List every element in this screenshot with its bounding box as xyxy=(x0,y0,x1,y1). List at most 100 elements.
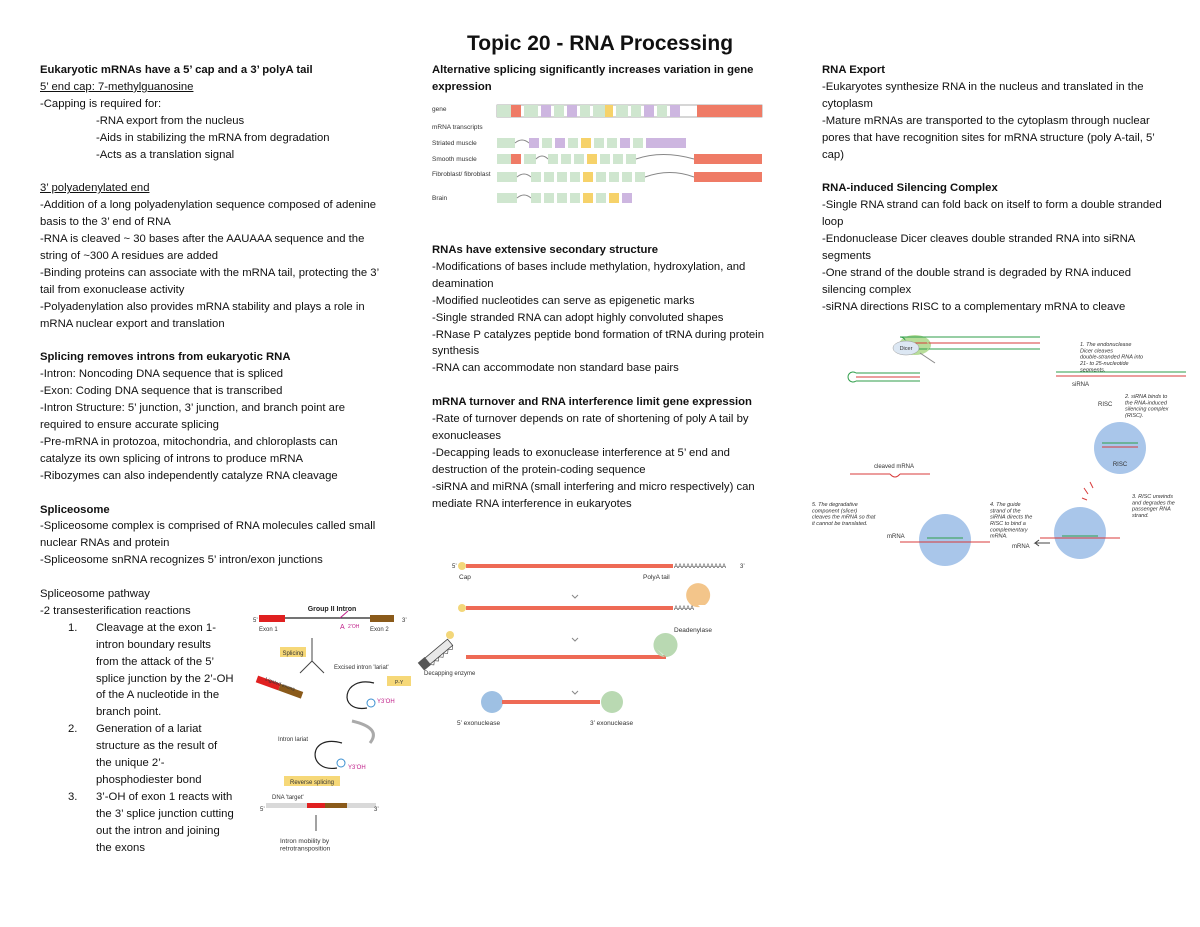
text-line: -Capping is required for: xyxy=(40,97,162,110)
risc-ball-icon xyxy=(1094,422,1146,474)
brain-row xyxy=(497,193,632,203)
row-label-striated: Striated muscle xyxy=(432,140,477,147)
text-line: -Spliceosome complex is comprised of RNA… xyxy=(40,520,376,550)
step-text: 3’-OH of exon 1 reacts with the 3’ splic… xyxy=(96,790,234,854)
svg-text:Cap: Cap xyxy=(459,574,471,581)
column-left: Eukaryotic mRNAs have a 5’ cap and a 3’ … xyxy=(40,62,380,857)
text-line: -Exon: Coding DNA sequence that is trans… xyxy=(40,385,283,398)
row-label-transcripts: mRNA transcripts xyxy=(432,124,483,131)
svg-text:RISC: RISC xyxy=(1098,402,1113,408)
heading-risc: RNA-induced Silencing Complex xyxy=(822,182,998,195)
column-middle: Alternative splicing significantly incre… xyxy=(432,62,767,96)
heading-cap-polya: Eukaryotic mRNAs have a 5’ cap and a 3’ … xyxy=(40,64,313,76)
smooth-muscle-row xyxy=(497,154,762,164)
text-line: -Single stranded RNA can adopt highly co… xyxy=(432,311,724,324)
group-ii-intron-figure: Group II Intron 5’ Exon 1 A 2’OH 3’ Exon… xyxy=(253,606,411,852)
exon2-bar xyxy=(370,615,394,622)
page-title: Topic 20 - RNA Processing xyxy=(466,32,734,55)
list-item: -RNA export from the nucleus xyxy=(96,114,245,127)
heading-alternative-splicing: Alternative splicing significantly incre… xyxy=(432,64,754,93)
text-line: -RNA is cleaved ~ 30 bases after the AAU… xyxy=(40,233,365,262)
text-line: -Single RNA strand can fold back on itse… xyxy=(822,199,1162,229)
pathway-steps: 1. Cleavage at the exon 1-intron boundary… xyxy=(40,620,380,857)
step-number: 1. xyxy=(68,621,78,634)
exonuclease-5-icon xyxy=(481,691,503,713)
svg-text:mRNA: mRNA xyxy=(1012,544,1030,550)
heading-splicing: Splicing removes introns from eukaryotic… xyxy=(40,351,291,364)
text-line: -Endonuclease Dicer cleaves double stran… xyxy=(822,233,1135,262)
svg-text:mRNA: mRNA xyxy=(887,534,905,540)
exo3-label: 3’ exonuclease xyxy=(590,720,634,727)
text-line: -Intron: Noncoding DNA sequence that is … xyxy=(40,368,284,381)
exon1-bar xyxy=(259,615,285,622)
svg-text:Deadenylase: Deadenylase xyxy=(674,627,712,634)
text-line: -Rate of turnover depends on rate of sho… xyxy=(432,413,749,442)
svg-text:3’: 3’ xyxy=(740,564,745,570)
step-text: Generation of a lariat structure as the … xyxy=(96,723,218,786)
text-line: -Eukaryotes synthesize RNA in the nucleu… xyxy=(822,80,1144,110)
rna-strand-2 xyxy=(466,606,673,610)
deadenylase-icon xyxy=(686,583,711,608)
decapping-saw-icon xyxy=(417,638,454,671)
svg-text:Dicer: Dicer xyxy=(900,346,913,352)
branch-a-label: A xyxy=(340,624,345,631)
rna-strand-1 xyxy=(466,564,673,568)
ligated-exons xyxy=(255,675,304,699)
text-line: -RNA can accommodate non standard base p… xyxy=(432,362,679,375)
row-label-brain: Brain xyxy=(432,195,448,202)
svg-text:3’: 3’ xyxy=(374,807,379,813)
row-label-gene: gene xyxy=(432,106,447,113)
text-line: -Pre-mRNA in protozoa, mitochondria, and… xyxy=(40,435,338,465)
step-text: Cleavage at the exon 1-intron boundary r… xyxy=(96,621,234,719)
svg-text:Decapping enzyme: Decapping enzyme xyxy=(424,671,476,677)
svg-text:Y3’OH: Y3’OH xyxy=(377,699,395,705)
excised-lariat-label: Excised intron 'lariat' xyxy=(334,665,389,671)
list-item: -Aids in stabilizing the mRNA from degra… xyxy=(96,131,330,144)
rna-strand-4 xyxy=(502,700,600,704)
svg-text:5’: 5’ xyxy=(260,807,265,813)
step-number: 3. xyxy=(68,790,78,803)
text-line: -Decapping leads to exonuclease interfer… xyxy=(432,446,730,476)
intron-lariat-label: Intron lariat xyxy=(278,737,308,743)
svg-text:2’OH: 2’OH xyxy=(348,624,360,630)
svg-text:Y3’OH: Y3’OH xyxy=(348,765,366,771)
text-line: -Polyadenylation also provides mRNA stab… xyxy=(40,300,365,330)
svg-text:AAAAA: AAAAA xyxy=(674,606,694,612)
text-line: -siRNA directions RISC to a complementar… xyxy=(822,300,1126,313)
reverse-splicing-box xyxy=(284,776,340,786)
svg-text:5’: 5’ xyxy=(452,564,457,570)
heading-rna-export: RNA Export xyxy=(822,64,885,76)
svg-text:Reverse splicing: Reverse splicing xyxy=(290,780,334,786)
svg-text:P-Y: P-Y xyxy=(395,680,404,686)
svg-text:siRNA: siRNA xyxy=(1072,382,1089,388)
heading-spliceosome: Spliceosome xyxy=(40,503,110,516)
svg-text:DNA 'target': DNA 'target' xyxy=(272,795,304,801)
svg-text:cleaved mRNA: cleaved mRNA xyxy=(874,464,914,470)
column-middle-lower: RNAs have extensive secondary structure … xyxy=(432,242,767,512)
list-item: 2.Generation of a lariat structure as th… xyxy=(40,721,236,789)
text-line: -Intron Structure: 5’ junction, 3’ junct… xyxy=(40,402,345,431)
text-line: -2 transesterification reactions xyxy=(40,604,191,617)
text-line: -Mature mRNAs are transported to the cyt… xyxy=(822,114,1155,161)
text-line: -Ribozymes can also independently cataly… xyxy=(40,469,338,482)
gene-row xyxy=(496,104,763,118)
text-line: -RNase P catalyzes peptide bond formatio… xyxy=(432,328,764,358)
svg-text:5’: 5’ xyxy=(253,618,258,624)
row-label-fibroblast: Fibroblast/ fibroblast xyxy=(432,171,491,178)
text-line: -Spliceosome snRNA recognizes 5’ intron/… xyxy=(40,554,323,567)
fibroblast-row xyxy=(497,172,762,182)
list-item: -Acts as a translation signal xyxy=(96,148,235,161)
svg-text:PolyA tail: PolyA tail xyxy=(643,574,670,581)
text-line: -Binding proteins can associate with the… xyxy=(40,266,379,296)
group-ii-title: Group II Intron xyxy=(308,606,357,613)
text-line: -Modified nucleotides can serve as epige… xyxy=(432,294,695,307)
striated-muscle-row xyxy=(497,138,686,148)
exon1-label: Exon 1 xyxy=(259,627,278,633)
